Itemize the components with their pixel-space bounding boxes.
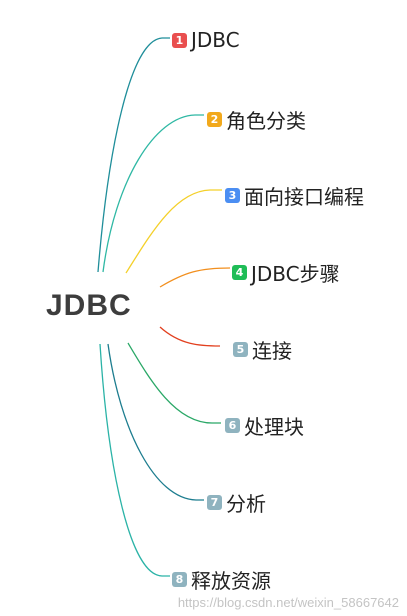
topic-label: 分析: [226, 492, 266, 516]
number-badge: 3: [225, 188, 240, 203]
topic-label: JDBC步骤: [251, 262, 340, 286]
branch-line-1: [97, 37, 170, 273]
topic-node-4[interactable]: 4 JDBC步骤: [232, 258, 340, 287]
root-topic[interactable]: JDBC: [46, 289, 132, 322]
branch-line-7: [107, 343, 204, 501]
topic-node-3[interactable]: 3 面向接口编程: [225, 181, 364, 210]
topic-label: 角色分类: [226, 109, 306, 133]
topic-label: JDBC: [191, 28, 240, 52]
branch-line-2: [102, 114, 204, 273]
topic-node-2[interactable]: 2 角色分类: [207, 105, 306, 134]
number-badge: 6: [225, 418, 240, 433]
topic-label: 释放资源: [191, 569, 271, 593]
number-badge: 2: [207, 112, 222, 127]
topic-node-8[interactable]: 8 释放资源: [172, 565, 271, 594]
watermark: https://blog.csdn.net/weixin_58667642: [177, 595, 399, 610]
number-badge: 7: [207, 495, 222, 510]
branch-line-5: [159, 326, 221, 347]
number-badge: 5: [233, 342, 248, 357]
branch-line-8: [99, 343, 170, 577]
topic-node-5[interactable]: 5 连接: [233, 335, 292, 364]
branch-line-4: [159, 267, 231, 288]
branch-line-3: [125, 189, 222, 274]
number-badge: 8: [172, 572, 187, 587]
number-badge: 1: [172, 32, 187, 48]
branch-line-6: [127, 342, 221, 424]
topic-label: 面向接口编程: [244, 185, 364, 209]
number-badge: 4: [232, 265, 247, 280]
topic-node-1[interactable]: 1 JDBC: [172, 28, 240, 52]
topic-label: 处理块: [244, 415, 304, 439]
topic-node-7[interactable]: 7 分析: [207, 488, 266, 517]
topic-label: 连接: [252, 339, 292, 363]
topic-node-6[interactable]: 6 处理块: [225, 411, 304, 440]
